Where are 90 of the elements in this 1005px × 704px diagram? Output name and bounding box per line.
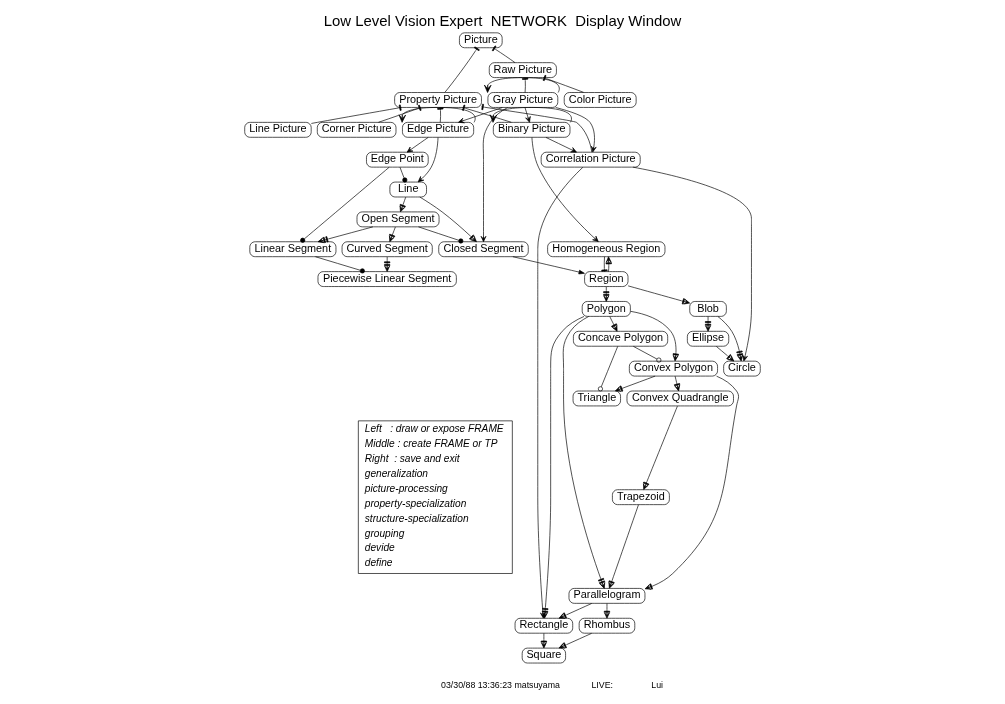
- arrow: [417, 137, 439, 183]
- node-box: Edge Point: [366, 151, 429, 168]
- node-box: Line: [389, 181, 427, 198]
- connector: [444, 46, 480, 93]
- connector: [311, 104, 402, 124]
- label: 03/30/88 13:36:23 matsuyama: [441, 679, 560, 690]
- arrow: [384, 256, 391, 272]
- legend-label: devide: [364, 542, 395, 554]
- arrow: [555, 107, 597, 153]
- arrow: [644, 375, 739, 590]
- node-box: Blob: [689, 301, 727, 317]
- label: Right : save and exit: [364, 452, 460, 464]
- connector: [300, 166, 390, 243]
- node-box: Edge Picture: [402, 122, 474, 138]
- arrow: [614, 375, 656, 392]
- connector: [601, 256, 608, 272]
- connector: [462, 104, 512, 123]
- arrow: [605, 256, 612, 272]
- node-box: Trapezoid: [612, 489, 670, 505]
- node-box: Closed Segment: [438, 241, 529, 258]
- legend-label: structure-specialization: [364, 512, 469, 524]
- arrow: [630, 311, 679, 362]
- node-box: Piecewise Linear Segment: [317, 271, 457, 287]
- node-box: Triangle: [572, 390, 621, 407]
- arrow: [406, 137, 429, 153]
- arrow: [545, 137, 577, 153]
- arrow: [484, 77, 560, 93]
- node-box: Parallelogram: [568, 588, 646, 604]
- node-box: Ellipse: [687, 330, 730, 347]
- arrow: [524, 107, 531, 123]
- legend-label: picture-processing: [364, 482, 448, 494]
- arrow: [317, 226, 374, 244]
- connector: [491, 45, 516, 63]
- node-box: Rhombus: [578, 617, 636, 634]
- arrow: [540, 632, 547, 649]
- label: LIVE:: [591, 679, 613, 690]
- arrow: [512, 256, 585, 275]
- label: Left : draw or expose FRAME: [364, 423, 504, 435]
- connector: [522, 77, 529, 93]
- arrow: [643, 405, 678, 490]
- connector: [399, 166, 408, 183]
- arrow: [398, 107, 476, 123]
- arrow: [458, 107, 503, 124]
- legend-label: generalization: [364, 467, 429, 479]
- arrow: [480, 107, 508, 243]
- node-box: Line Picture: [244, 122, 312, 138]
- arrow: [389, 226, 396, 243]
- node-box: Gray Picture: [487, 92, 559, 108]
- arrow: [609, 316, 618, 332]
- legend-label: define: [364, 557, 393, 569]
- connector: [633, 346, 662, 363]
- arrow: [632, 166, 752, 362]
- node-box: Correlation Picture: [540, 151, 641, 168]
- node-box: Binary Picture: [493, 122, 571, 138]
- node-box: Curved Segment: [341, 241, 433, 258]
- node-box: Homogeneous Region: [547, 241, 666, 258]
- node-box: Circle: [723, 360, 761, 377]
- node-box: Corner Picture: [316, 122, 397, 138]
- arrow: [489, 107, 572, 123]
- connector: [481, 103, 593, 153]
- label: Middle : create FRAME or TP: [364, 437, 498, 449]
- legend-label: grouping: [364, 527, 405, 539]
- node-box: Open Segment: [356, 211, 440, 228]
- connector: [378, 104, 422, 123]
- label: Lui: [651, 679, 664, 690]
- arrow: [717, 316, 744, 362]
- node-box: Color Picture: [563, 92, 637, 108]
- legend-label: property-specialization: [364, 497, 467, 509]
- arrow: [627, 285, 690, 305]
- arrow: [558, 603, 593, 619]
- connector: [597, 346, 619, 392]
- node-box: Rectangle: [514, 617, 574, 634]
- arrow: [419, 196, 477, 243]
- arrow: [531, 136, 599, 242]
- node-box: Convex Quadrangle: [626, 390, 734, 407]
- arrow: [608, 504, 639, 589]
- arrow: [715, 346, 735, 362]
- connector: [315, 256, 365, 274]
- connector: [542, 74, 585, 93]
- node-box: Convex Polygon: [629, 360, 718, 377]
- arrow: [558, 632, 593, 649]
- node-box: Square: [521, 647, 566, 664]
- node-box: Polygon: [581, 301, 631, 317]
- node-box: Concave Polygon: [573, 330, 669, 347]
- arrow: [562, 316, 606, 589]
- diagram-title: Low Level Vision Expert NETWORK Display Window: [323, 11, 682, 29]
- connector: [437, 107, 444, 123]
- arrow: [674, 375, 681, 392]
- arrow: [399, 196, 407, 213]
- arrow: [603, 286, 610, 302]
